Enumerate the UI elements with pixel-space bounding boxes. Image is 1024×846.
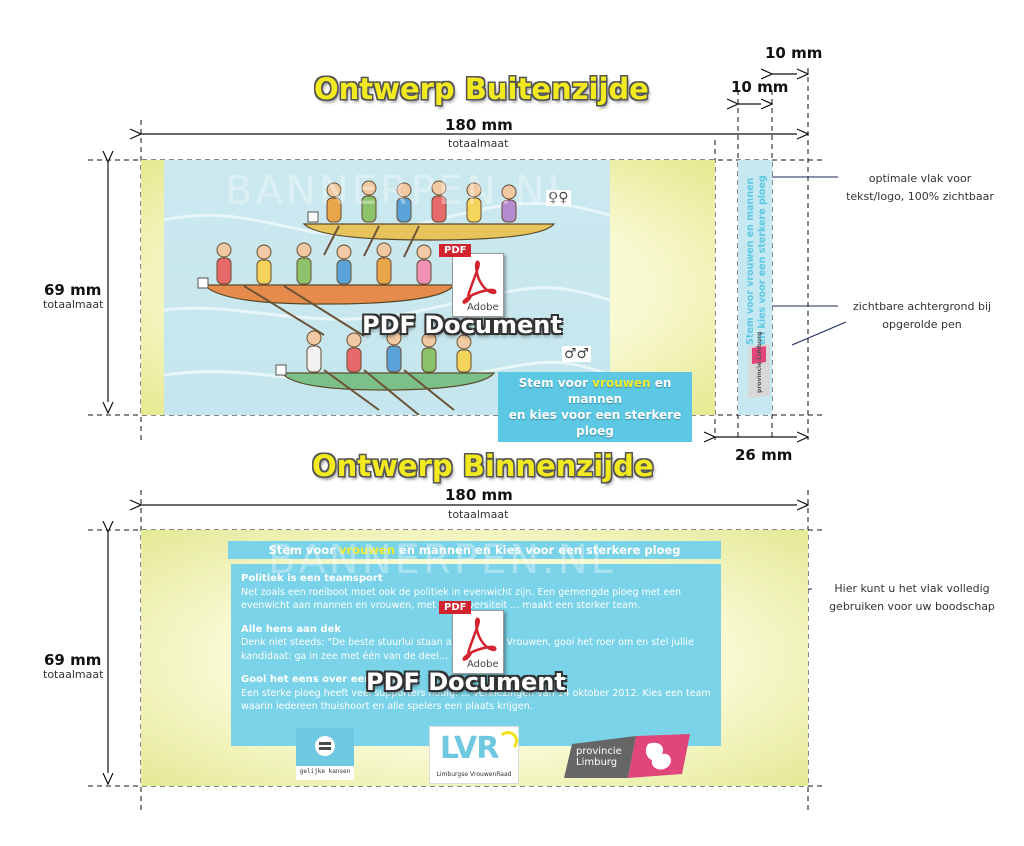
outer-width-label: 180 mm xyxy=(445,116,513,134)
logo3-text: provincie Limburg xyxy=(576,746,622,768)
note-optimal-area: optimale vlak voor tekst/logo, 100% zich… xyxy=(846,172,994,203)
strip-limburg-logo: provincie Limburg xyxy=(748,331,770,399)
outer-height-label: 69 mm xyxy=(44,281,102,299)
inner-header-b: en mannen en kies voor een sterkere ploe… xyxy=(394,543,681,557)
pdf-icon-inner: PDF Adobe xyxy=(439,601,504,674)
watermark-outer: BANNERPEN.NL xyxy=(225,168,573,214)
section1-body: Net zoals een roeiboot moet ook de polit… xyxy=(241,586,682,612)
pdf-brand-inner: Adobe xyxy=(467,659,499,670)
section2-title: Alle hens aan dek xyxy=(241,623,341,635)
sun-icon xyxy=(498,731,518,751)
pdf-brand-outer: Adobe xyxy=(467,302,499,313)
slogan-text-c: en kies voor een sterkere ploeg xyxy=(508,408,682,438)
inner-width-label: 180 mm xyxy=(445,486,513,504)
inner-header: Stem voor vrouwen en mannen en kies voor… xyxy=(228,541,721,559)
slogan-text-b: en mannen xyxy=(567,376,672,406)
inner-header-highlight: vrouwen xyxy=(339,543,395,557)
logo-lvr: LVR Limburgse VrouwenRaad xyxy=(429,726,519,784)
pdf-label-inner: PDF Document xyxy=(366,668,566,696)
water-lines xyxy=(164,180,610,415)
note-full-area: Hier kunt u het vlak volledig gebruiken … xyxy=(829,582,995,613)
gender-male-icon: ♂♂ xyxy=(562,346,592,362)
section3-body: Een sterke ploeg heeft veel supporters n… xyxy=(241,687,711,713)
inner-width-sub: totaalmaat xyxy=(448,508,509,521)
pdf-label-outer: PDF Document xyxy=(362,311,562,339)
outer-height-sub: totaalmaat xyxy=(43,298,104,311)
logo2-text: LVR xyxy=(440,731,499,766)
right-top-label: 10 mm xyxy=(765,44,823,62)
right-mid-label: 10 mm xyxy=(731,78,789,96)
logo-provincie-limburg: provincie Limburg xyxy=(562,734,690,778)
inner-header-a: Stem voor xyxy=(268,543,340,557)
logo3-line1: provincie xyxy=(576,746,622,757)
section1-title: Politiek is een teamsport xyxy=(241,573,383,584)
section3-title: Gooi het eens over een and... xyxy=(241,674,408,685)
logo2-sub: Limburgse VrouwenRaad xyxy=(436,771,512,778)
strip-line2: en kies voor een sterkere ploeg xyxy=(757,175,768,345)
gender-female-icon: ♀♀ xyxy=(546,190,571,206)
slogan-text-a: Stem voor xyxy=(518,376,593,390)
outer-width-sub: totaalmaat xyxy=(448,137,509,150)
note-visible-background: zichtbare achtergrond bij opgerolde pen xyxy=(852,300,992,331)
watermark-inner: BANNERPEN.NL xyxy=(268,537,616,583)
acrobat-swirl-icon-inner xyxy=(462,617,497,661)
inner-height-sub: totaalmaat xyxy=(43,668,104,681)
slogan-highlight: vrouwen xyxy=(592,376,651,390)
strip-logo-text: provincie Limburg xyxy=(756,331,763,394)
logo-gelijke-kansen: gelijke kansen xyxy=(296,728,354,780)
right-bottom-label: 26 mm xyxy=(735,446,793,464)
outer-slogan: Stem voor vrouwen en mannen en kies voor… xyxy=(498,372,692,442)
logo1-text: gelijke kansen xyxy=(299,768,351,775)
inner-title: Ontwerp Binnenzijde xyxy=(312,449,654,483)
acrobat-swirl-icon xyxy=(462,260,497,304)
outer-title: Ontwerp Buitenzijde xyxy=(314,72,649,106)
inner-height-label: 69 mm xyxy=(44,651,102,669)
pdf-icon-outer: PDF Adobe xyxy=(439,244,504,317)
equal-sign-icon xyxy=(315,736,335,756)
pdf-tab-outer: PDF xyxy=(439,244,472,257)
logo3-line2: Limburg xyxy=(576,757,618,768)
strip-line1: Stem voor vrouwen en mannen xyxy=(745,177,756,345)
pdf-tab-inner: PDF xyxy=(439,601,472,614)
limburg-logo-shape xyxy=(564,734,690,778)
